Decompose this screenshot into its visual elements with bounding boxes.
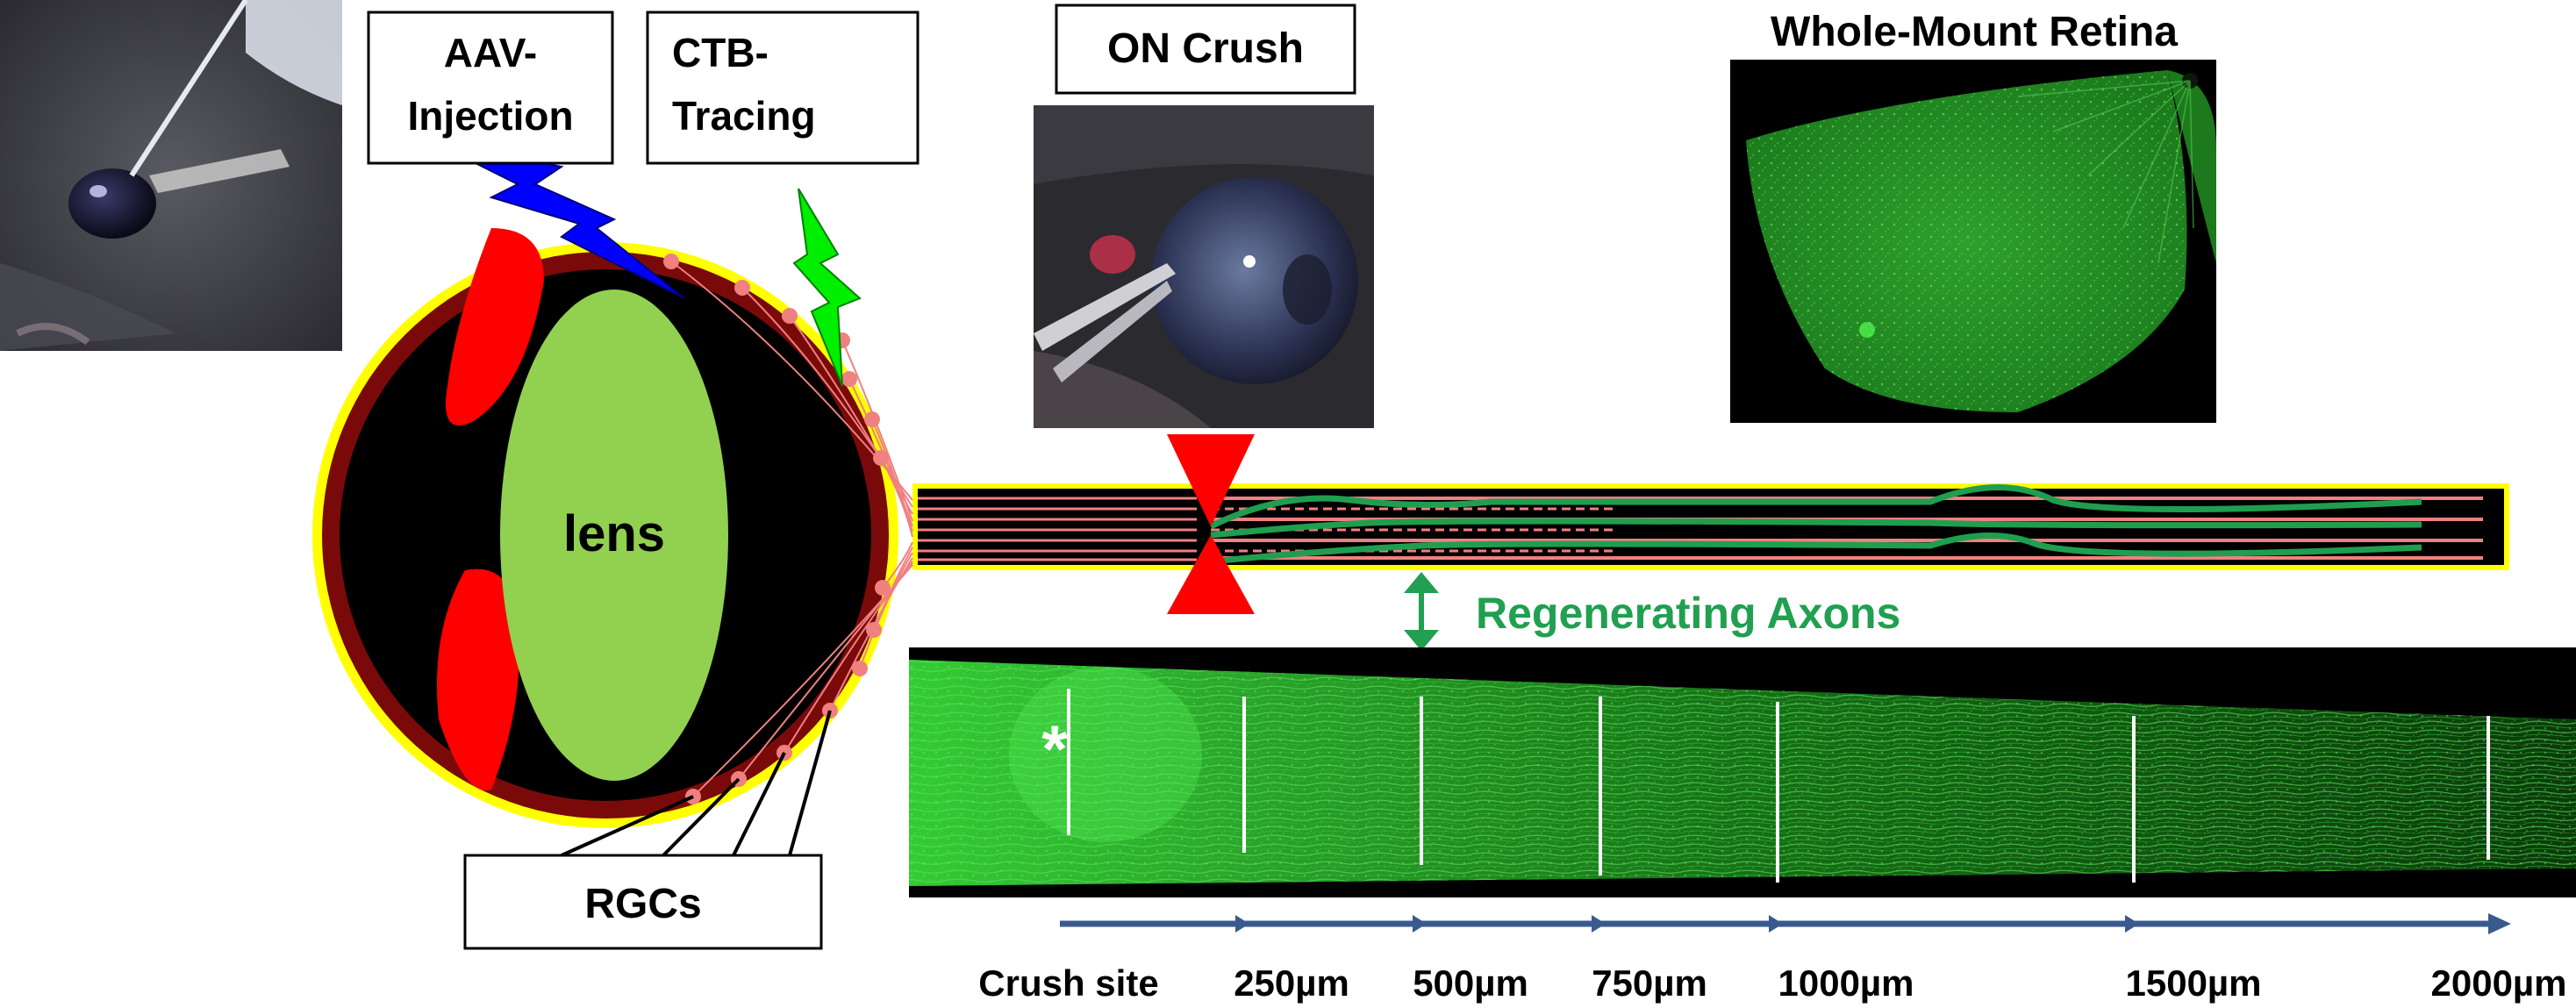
aav-injection-bolt xyxy=(438,144,685,299)
tick-label-250: 250µm xyxy=(1234,962,1349,1004)
optic-nerve-schematic xyxy=(912,483,2509,570)
ciliary-body-upper xyxy=(446,228,544,425)
ctb-tracing-label-1: CTB- xyxy=(672,30,769,75)
rgc-axons xyxy=(670,261,913,797)
tick-label-crush-site: Crush site xyxy=(978,962,1158,1004)
crush-site-marker xyxy=(1167,434,1255,614)
regenerating-axons-label: Regenerating Axons xyxy=(1476,589,1900,638)
aav-injection-label-2: Injection xyxy=(407,93,573,139)
on-crush-box: ON Crush xyxy=(1055,4,1356,95)
lens-shape xyxy=(500,290,728,781)
regenerating-axon-traces xyxy=(1209,484,2422,565)
aav-injection-label-1: AAV- xyxy=(444,30,538,75)
optic-nerve-fluorescence-image: * xyxy=(909,647,2576,897)
ctb-tracing-label-2: Tracing xyxy=(672,93,816,139)
whole-mount-retina-image xyxy=(1730,60,2216,423)
mouse-eye xyxy=(68,168,156,239)
whole-mount-retina-label: Whole-Mount Retina xyxy=(1771,9,2178,55)
tick-label-2000: 2000µm xyxy=(2431,962,2567,1004)
injection-needle xyxy=(129,0,248,177)
tick-label-1000: 1000µm xyxy=(1778,962,1914,1004)
crush-site-asterisk: * xyxy=(1041,712,1068,787)
regenerating-axons-indicator: Regenerating Axons xyxy=(1404,572,1900,651)
crush-eye xyxy=(1151,177,1358,384)
aav-injection-photo xyxy=(0,0,342,351)
tick-label-750: 750µm xyxy=(1592,962,1707,1004)
distance-tick-labels: Crush site 250µm 500µm 750µm 1000µm 1500… xyxy=(978,962,2566,1004)
on-crush-photo xyxy=(1034,105,1374,428)
rgcs-label: RGCs xyxy=(584,881,701,927)
lens-label: lens xyxy=(563,505,665,562)
on-crush-label: ON Crush xyxy=(1107,25,1304,72)
ctb-tracing-bolt xyxy=(792,188,862,387)
distance-axis-arrow xyxy=(1060,913,2511,934)
tick-label-500: 500µm xyxy=(1413,962,1528,1004)
aav-injection-box: AAV- Injection xyxy=(367,11,614,165)
rgc-pointer-lines xyxy=(561,710,832,857)
tick-label-1500: 1500µm xyxy=(2126,962,2262,1004)
crush-forceps xyxy=(1034,263,1176,351)
distance-marker-lines xyxy=(1067,689,2490,883)
rgcs-box: RGCs xyxy=(463,854,823,950)
eye-cross-section: lens xyxy=(312,228,913,828)
ctb-tracing-box: CTB- Tracing xyxy=(646,11,919,165)
ciliary-body-lower xyxy=(437,568,519,790)
